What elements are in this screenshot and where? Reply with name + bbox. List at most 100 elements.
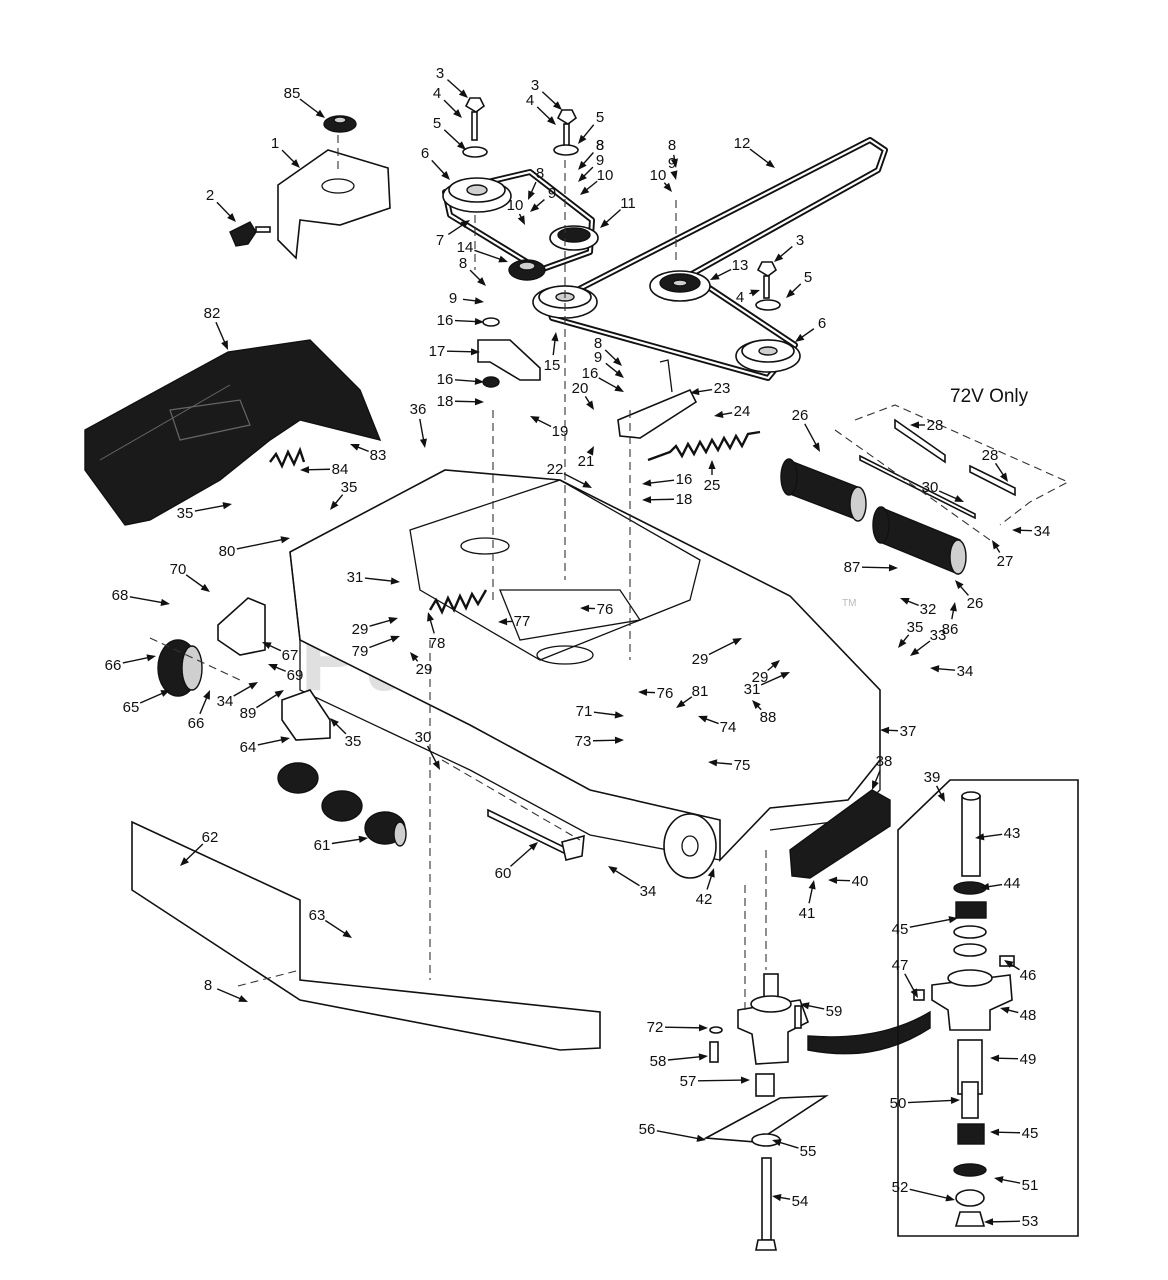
leader-arrowhead <box>498 618 508 626</box>
leader-arrowhead <box>937 792 945 802</box>
callout-28: 28 <box>927 417 944 434</box>
callout-75: 75 <box>734 757 751 774</box>
spindle-detail-inset <box>897 779 1079 1237</box>
leader-arrowhead <box>752 700 761 710</box>
callout-leaders <box>122 79 1033 1226</box>
leader-arrowhead <box>315 109 325 118</box>
leader-line <box>281 149 297 165</box>
leader-arrowhead <box>698 715 708 723</box>
trademark-mark: TM <box>842 598 856 609</box>
leader-line <box>581 124 595 140</box>
leader-arrowhead <box>828 876 838 884</box>
leader-arrowhead <box>280 736 290 744</box>
callout-6: 6 <box>421 145 429 162</box>
leader-arrowhead <box>222 502 232 510</box>
leader-arrowhead <box>350 443 360 451</box>
leader-line <box>697 1079 745 1082</box>
leader-line <box>426 745 438 765</box>
callout-66: 66 <box>105 657 122 674</box>
leader-arrowhead <box>980 883 990 891</box>
leader-line <box>536 106 553 122</box>
leader-arrowhead <box>1004 960 1014 968</box>
leader-line <box>454 319 479 323</box>
callout-27: 27 <box>997 553 1014 570</box>
callout-68: 68 <box>112 587 129 604</box>
callout-29: 29 <box>416 661 433 678</box>
leader-arrowhead <box>710 272 720 280</box>
leader-arrowhead <box>146 654 156 662</box>
leader-line <box>194 504 227 512</box>
callout-26: 26 <box>792 407 809 424</box>
callout-30: 30 <box>415 729 432 746</box>
leader-arrowhead <box>262 642 272 650</box>
leader-arrowhead <box>291 159 300 168</box>
leader-arrowhead <box>930 665 940 673</box>
callout-50: 50 <box>890 1095 907 1112</box>
leader-arrowhead <box>642 496 652 504</box>
chute-spring <box>269 446 306 469</box>
leader-line <box>236 538 285 550</box>
deck-shell <box>289 469 881 862</box>
leader-line <box>305 468 331 471</box>
leader-arrowhead <box>614 711 624 719</box>
leader-line <box>907 1099 955 1104</box>
leader-line <box>431 159 447 177</box>
callout-74: 74 <box>720 719 737 736</box>
leader-line <box>419 418 425 443</box>
leader-arrowhead <box>358 835 368 843</box>
callout-5: 5 <box>804 269 812 286</box>
leader-line <box>647 498 675 501</box>
callout-9: 9 <box>668 155 676 172</box>
callout-47: 47 <box>892 957 909 974</box>
leader-arrowhead <box>203 690 210 700</box>
callout-77: 77 <box>514 613 531 630</box>
belt-cover <box>277 149 391 260</box>
leader-arrowhead <box>910 988 918 998</box>
callout-48: 48 <box>1020 1007 1037 1024</box>
leader-arrowhead <box>580 186 590 195</box>
callout-39: 39 <box>924 769 941 786</box>
leader-arrowhead <box>614 384 624 392</box>
callout-84: 84 <box>332 461 349 478</box>
tension-spring <box>647 430 761 462</box>
callout-28: 28 <box>982 447 999 464</box>
leader-line <box>604 209 622 225</box>
callout-35: 35 <box>341 479 358 496</box>
leader-arrowhead <box>872 780 879 790</box>
callout-34: 34 <box>1034 523 1051 540</box>
leader-arrowhead <box>732 638 742 646</box>
leader-arrowhead <box>663 182 672 192</box>
callout-9: 9 <box>548 185 556 202</box>
leader-arrowhead <box>441 170 450 180</box>
assembly-lines <box>149 135 767 1010</box>
leader-arrowhead <box>221 340 228 350</box>
callout-40: 40 <box>852 873 869 890</box>
leader-line <box>443 129 463 147</box>
leader-arrowhead <box>456 141 466 150</box>
callout-88: 88 <box>760 709 777 726</box>
leader-arrowhead <box>474 297 484 305</box>
callout-29: 29 <box>352 621 369 638</box>
callout-8: 8 <box>596 137 604 154</box>
leader-line <box>215 321 227 345</box>
callout-35: 35 <box>345 733 362 750</box>
callout-45: 45 <box>892 921 909 938</box>
callout-43: 43 <box>1004 825 1021 842</box>
leader-line <box>980 833 1003 838</box>
leader-line <box>454 379 479 383</box>
leader-arrowhead <box>410 652 419 662</box>
callout-8: 8 <box>596 137 604 154</box>
leader-line <box>667 1055 703 1061</box>
callout-3: 3 <box>436 65 444 82</box>
leader-arrowhead <box>474 398 484 406</box>
leader-line <box>257 738 285 746</box>
leader-arrowhead <box>274 690 284 698</box>
callout-55: 55 <box>800 1143 817 1160</box>
hardware-stack-right <box>755 261 781 311</box>
leader-line <box>446 350 475 353</box>
72v-only-note: 72V Only <box>950 386 1029 407</box>
leader-arrowhead <box>990 1054 1000 1062</box>
leader-line <box>938 490 959 501</box>
callout-60: 60 <box>495 865 512 882</box>
callout-66: 66 <box>188 715 205 732</box>
